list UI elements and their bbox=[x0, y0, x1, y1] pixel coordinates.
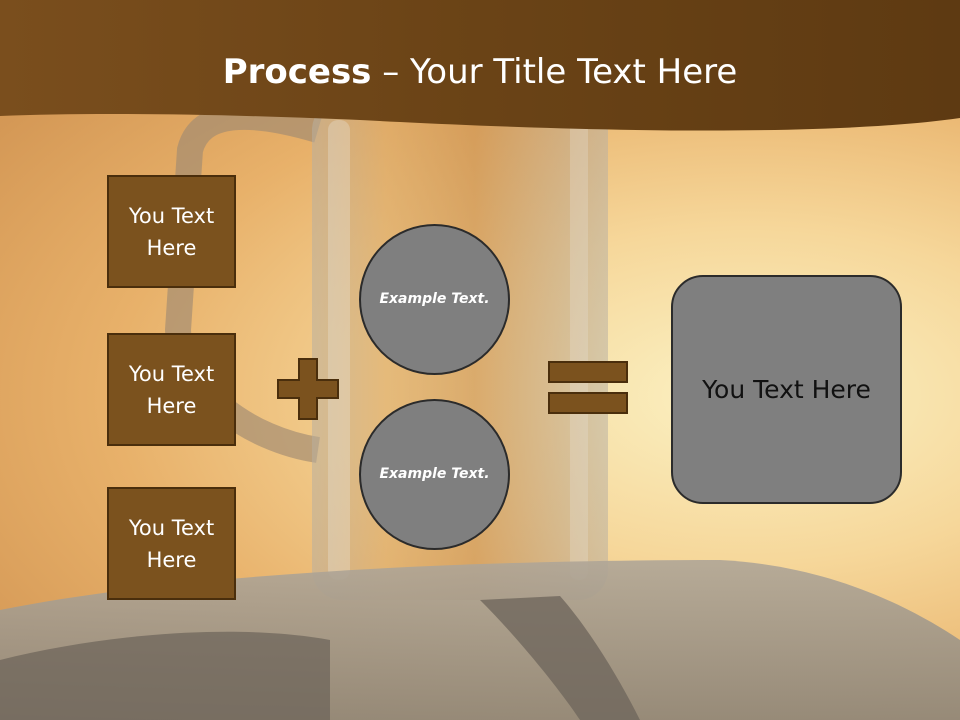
example-circle-2[interactable]: Example Text. bbox=[359, 399, 510, 550]
slide-title: Process – Your Title Text Here bbox=[0, 52, 960, 92]
header-band bbox=[0, 0, 960, 131]
input-box-2[interactable]: You Text Here bbox=[107, 333, 236, 446]
example-circle-label: Example Text. bbox=[379, 466, 490, 482]
title-bold: Process bbox=[222, 52, 372, 92]
input-box-label: You Text Here bbox=[128, 203, 215, 260]
glass-highlight bbox=[328, 120, 350, 580]
result-label: You Text Here bbox=[702, 375, 871, 404]
mug-handle bbox=[164, 103, 322, 463]
input-box-1[interactable]: You Text Here bbox=[107, 175, 236, 288]
glass-highlight-right bbox=[570, 120, 588, 580]
title-rest: – Your Title Text Here bbox=[371, 52, 738, 92]
input-box-3[interactable]: You Text Here bbox=[107, 487, 236, 600]
barrel-shadow bbox=[0, 631, 330, 720]
plus-icon bbox=[277, 358, 339, 420]
barrel-hoop bbox=[480, 596, 640, 720]
equals-icon bbox=[548, 361, 628, 414]
input-box-label: You Text Here bbox=[128, 515, 215, 572]
example-circle-label: Example Text. bbox=[379, 291, 490, 307]
result-box[interactable]: You Text Here bbox=[671, 275, 902, 504]
example-circle-1[interactable]: Example Text. bbox=[359, 224, 510, 375]
input-box-label: You Text Here bbox=[128, 361, 215, 418]
